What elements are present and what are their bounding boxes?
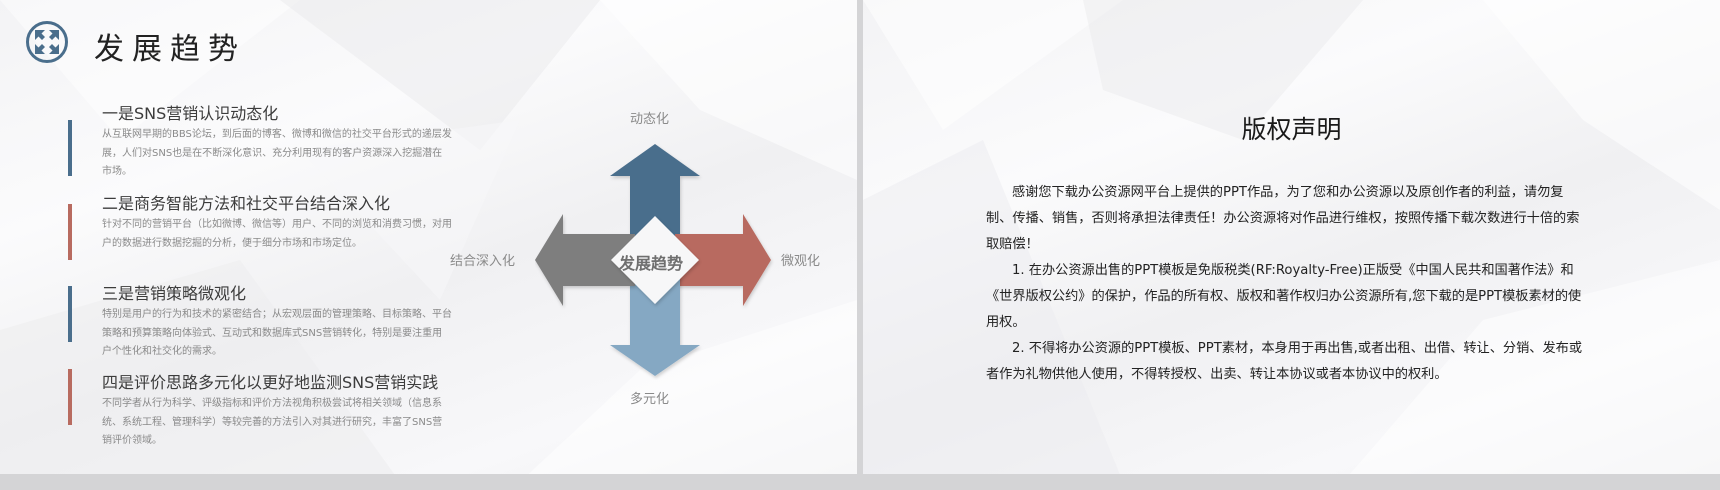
slide-bottom-border: [863, 474, 1720, 482]
arrow-up: [610, 144, 700, 244]
item-accent-bar: [68, 204, 72, 260]
item-accent-bar: [68, 120, 72, 176]
copyright-paragraph-3: 2. 不得将办公资源的PPT模板、PPT素材，本身用于再出售,或者出租、出借、转…: [986, 341, 1583, 382]
item-description: 不同学者从行为科学、评级指标和评价方法视角积极尝试将相关领域（信息系统、系统工程…: [102, 398, 443, 446]
slide-development-trends: 发展趋势 一是SNS营销认识动态化 从互联网早期的BBS论坛，到后面的博客、微博…: [0, 0, 857, 482]
arrow-right: [675, 214, 771, 306]
item-accent-bar: [68, 286, 72, 342]
copyright-paragraph-1: 感谢您下载办公资源网平台上提供的PPT作品，为了您和办公资源以及原创作者的利益，…: [986, 185, 1580, 252]
label-up: 动态化: [630, 112, 670, 127]
label-left: 结合深入化: [450, 254, 516, 269]
label-down: 多元化: [630, 392, 670, 407]
label-right: 微观化: [781, 254, 821, 269]
arrow-left: [535, 214, 635, 306]
item-description: 针对不同的营销平台（比如微博、微信等）用户、不同的浏览和消费习惯，对用户的数据进…: [102, 219, 452, 249]
item-accent-bar: [68, 369, 72, 425]
page-title: 发展趋势: [94, 32, 246, 67]
item-title: 四是评价思路多元化以更好地监测SNS营销实践: [102, 373, 439, 392]
item-description: 从互联网早期的BBS论坛，到后面的博客、微博和微信的社交平台形式的递层发展，人们…: [102, 129, 452, 177]
item-description: 特别是用户的行为和技术的紧密结合；从宏观层面的管理策略、目标策略、平台策略和预算…: [102, 309, 452, 357]
item-title: 一是SNS营销认识动态化: [102, 104, 279, 123]
arrow-down: [610, 276, 700, 376]
copyright-paragraph-2: 1. 在办公资源出售的PPT模板是免版税类(RF:Royalty-Free)正版…: [986, 263, 1582, 330]
center-diamond: [611, 216, 699, 304]
slide-bottom-border: [0, 474, 857, 482]
copyright-title: 版权声明: [1241, 115, 1342, 144]
diagram-center-label: 发展趋势: [618, 254, 683, 273]
item-title: 二是商务智能方法和社交平台结合深入化: [102, 194, 391, 213]
arrows-expand-icon: [26, 21, 68, 63]
item-title: 三是营销策略微观化: [102, 284, 247, 303]
trend-arrows-diagram: [535, 140, 775, 380]
